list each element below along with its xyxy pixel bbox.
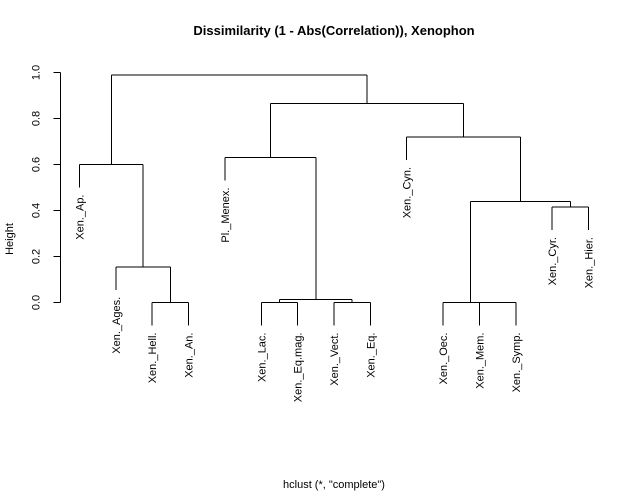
leaf-label: Xen._Mem. [474,333,486,389]
y-tick-label: 1.0 [31,65,43,80]
y-tick-label: 0.2 [31,249,43,264]
leaf-label: Xen._Cyn. [402,167,414,218]
leaf-label: Xen._An. [184,333,196,378]
dendrogram-tree [79,74,589,326]
leaf-label: Xen._Eq. [365,333,377,378]
leaf-label: Pl._Menex. [220,188,232,243]
leaf-label: Xen._Ap. [75,195,87,240]
y-tick-label: 0.6 [31,157,43,172]
x-axis-label: hclust (*, "complete") [283,479,385,491]
y-tick-label: 0.8 [31,111,43,126]
leaf-label: Xen._Vect. [329,333,341,386]
leaf-label: Xen._Eq.mag. [293,333,305,403]
chart-title: Dissimilarity (1 - Abs(Correlation)), Xe… [193,23,474,38]
leaf-labels: Xen._Ap. Xen._Ages. Xen._Hell. Xen._An. Pl._… [75,167,596,402]
leaf-label: Xen._Oec. [438,333,450,385]
leaf-label: Xen._Ages. [111,297,123,354]
y-tick-label: 0.4 [31,203,43,218]
leaf-label: Xen._Cyr. [547,237,559,285]
leaf-label: Xen._Hell. [147,333,159,384]
y-tick-label: 0.0 [31,295,43,310]
leaf-label: Xen._Symp. [511,333,523,393]
y-axis-label: Height [4,223,16,255]
leaf-label: Xen._Hier. [584,237,596,288]
y-axis: 0.0 0.2 0.4 0.6 0.8 1.0 [31,65,61,310]
leaf-label: Xen._Lac. [256,333,268,383]
